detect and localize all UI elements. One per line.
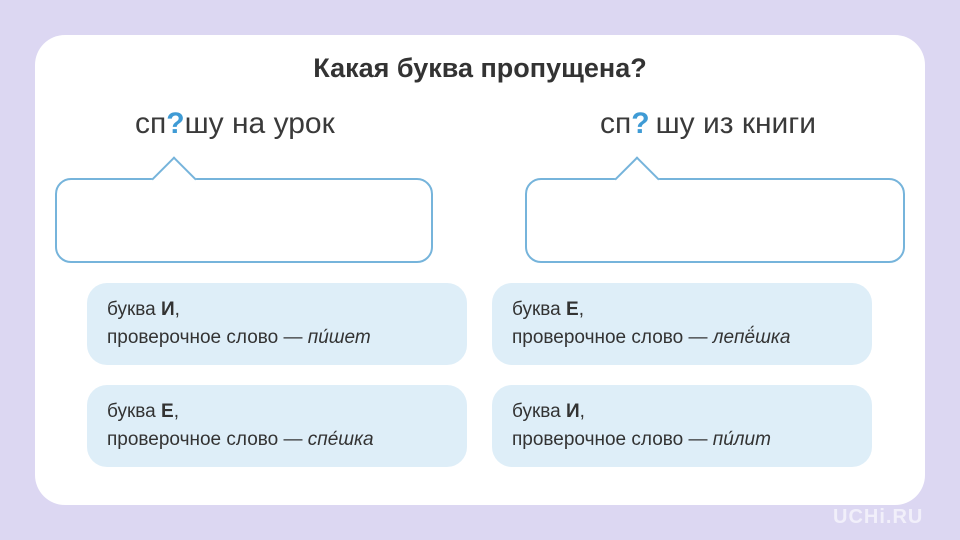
option-letter: Е xyxy=(566,299,579,320)
word-suffix: шу из книги xyxy=(655,107,816,140)
option-text: , xyxy=(578,299,584,320)
answer-option[interactable]: буква Е, проверочное слово — спе́шка xyxy=(87,385,467,467)
option-text: , xyxy=(174,299,180,320)
option-text: , xyxy=(173,401,179,422)
check-word: лепё́шка xyxy=(712,327,791,348)
option-text: проверочное слово — xyxy=(107,429,308,450)
missing-letter-mark: ? xyxy=(166,107,185,140)
option-text: проверочное слово — xyxy=(107,327,308,348)
option-text: буква xyxy=(512,299,567,320)
missing-letter-mark: ? xyxy=(631,107,650,140)
word-prefix: сп xyxy=(135,107,167,140)
option-text: буква xyxy=(107,401,162,422)
option-letter: Е xyxy=(161,401,174,422)
word-suffix: шу на урок xyxy=(184,107,335,140)
page-title: Какая буква пропущена? xyxy=(313,53,647,83)
word-prefix: сп xyxy=(600,107,632,140)
answer-option[interactable]: буква И, проверочное слово — пи́лит xyxy=(492,385,872,467)
option-text: буква xyxy=(107,299,162,320)
check-word: спе́шка xyxy=(307,429,374,450)
uchi-ru-logo: UCHi.RU xyxy=(833,506,924,528)
answer-drop-zone-right[interactable] xyxy=(525,178,905,263)
option-text: , xyxy=(579,401,585,422)
answer-option[interactable]: буква И, проверочное слово — пи́шет xyxy=(87,283,467,365)
check-word: пи́лит xyxy=(712,429,771,450)
option-letter: И xyxy=(566,401,580,422)
option-text: буква xyxy=(512,401,567,422)
option-letter: И xyxy=(161,299,175,320)
task-card: Какая буква пропущена? сп?шу на урок сп?… xyxy=(35,35,925,505)
word-with-gap-left: сп?шу на урок xyxy=(135,107,335,141)
option-text: проверочное слово — xyxy=(512,327,713,348)
check-word: пи́шет xyxy=(307,327,371,348)
option-text: проверочное слово — xyxy=(512,429,713,450)
answer-option[interactable]: буква Е, проверочное слово — лепё́шка xyxy=(492,283,872,365)
word-with-gap-right: сп?шу из книги xyxy=(600,107,816,141)
answer-drop-zone-left[interactable] xyxy=(55,178,433,263)
